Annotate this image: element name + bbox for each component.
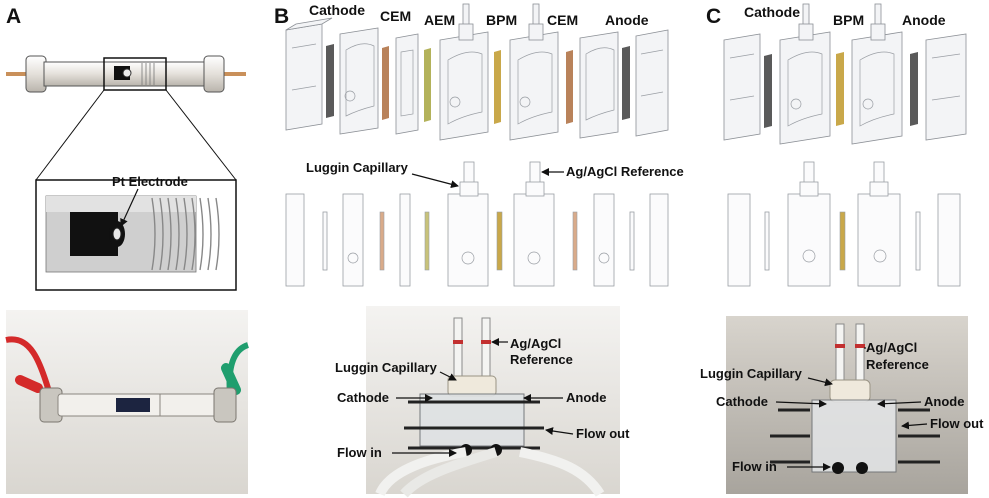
electrode-zoom-inset: Pt Electrode xyxy=(35,174,237,291)
cem-membrane xyxy=(382,46,389,120)
endplate-anode xyxy=(635,29,669,137)
luggin-capillary-arrow xyxy=(411,173,459,189)
panel-b-side-view: Luggin Capillary Ag/AgCl Reference xyxy=(285,160,684,287)
aem-spacer-frame xyxy=(395,33,419,135)
photo-c-flow-out-arrow xyxy=(901,421,928,430)
header-c-anode: Anode xyxy=(902,12,946,28)
c-endplate-cathode xyxy=(723,33,761,141)
electrode-rod-schematic xyxy=(6,55,246,93)
bpm-membrane xyxy=(494,50,501,124)
cem-membrane-2 xyxy=(566,50,573,124)
header-cem: CEM xyxy=(380,8,411,24)
panel-b-headers: Cathode CEM AEM BPM CEM Anode xyxy=(309,2,649,28)
c-cathode-plate xyxy=(764,54,772,128)
pt-electrode-arrow xyxy=(120,188,139,227)
reference-chamber-2 xyxy=(509,3,559,141)
photo-b-cathode-label: Cathode xyxy=(337,390,389,405)
flow-frame-anode xyxy=(579,31,619,139)
photo-b-anode-label: Anode xyxy=(566,390,606,405)
panel-label-c: C xyxy=(706,5,721,28)
panel-label-a: A xyxy=(6,5,21,28)
photo-c-reference-line2: Reference xyxy=(866,357,929,372)
c-anode-plate xyxy=(910,52,918,126)
header-c-bpm: BPM xyxy=(833,12,864,28)
luggin-capillary-label: Luggin Capillary xyxy=(306,160,409,175)
panel-b-exploded-view xyxy=(285,3,669,141)
c-reference-chamber-2 xyxy=(851,3,903,145)
zoom-connector-lines xyxy=(35,89,237,181)
c-bpm-membrane xyxy=(836,52,844,126)
photo-c-capillary-arrow xyxy=(807,377,833,387)
photo-c-anode-arrow xyxy=(877,399,922,408)
photo-c-reference-line1: Ag/AgCl xyxy=(866,340,917,355)
panel-c-exploded-view xyxy=(723,3,967,145)
photo-b-flow-out-arrow xyxy=(545,427,574,435)
header-aem: AEM xyxy=(424,12,455,28)
reference-label: Ag/AgCl Reference xyxy=(566,164,684,179)
aem-membrane xyxy=(424,48,431,122)
flow-frame-cathode xyxy=(339,27,379,135)
photo-b-capillary-label: Luggin Capillary xyxy=(335,360,438,375)
panel-c-side-view xyxy=(727,161,961,287)
photo-c-anode-label: Anode xyxy=(924,394,964,409)
panel-b-photo-labels: Ag/AgCl Reference Luggin Capillary Catho… xyxy=(335,336,630,460)
header-cathode: Cathode xyxy=(309,2,365,18)
panel-label-b: B xyxy=(274,5,289,28)
photo-b-flow-out-label: Flow out xyxy=(576,426,630,441)
header-c-cathode: Cathode xyxy=(744,4,800,20)
panel-b-cell-photo xyxy=(366,306,620,498)
photo-b-capillary-arrow xyxy=(439,371,457,381)
photo-c-cathode-arrow xyxy=(775,399,827,408)
photo-c-flow-in-label: Flow in xyxy=(732,459,777,474)
electrode-photo xyxy=(5,310,250,494)
c-endplate-anode xyxy=(925,33,967,141)
reference-chamber-1 xyxy=(439,3,489,141)
anode-plate xyxy=(622,46,630,120)
photo-b-reference-line2: Reference xyxy=(510,352,573,367)
panel-c-photo-labels: Ag/AgCl Reference Luggin Capillary Catho… xyxy=(700,340,984,474)
header-cem-2: CEM xyxy=(547,12,578,28)
panel-c-headers: Cathode BPM Anode xyxy=(744,4,946,28)
header-bpm: BPM xyxy=(486,12,517,28)
pt-electrode-label: Pt Electrode xyxy=(112,174,188,189)
c-reference-chamber-1 xyxy=(779,3,831,145)
photo-c-cathode-label: Cathode xyxy=(716,394,768,409)
photo-c-flow-out-label: Flow out xyxy=(930,416,984,431)
photo-b-reference-line1: Ag/AgCl xyxy=(510,336,561,351)
electrode-plate xyxy=(326,44,334,118)
endplate-cathode xyxy=(285,17,333,131)
panel-c-cell-photo xyxy=(726,316,968,494)
photo-c-capillary-label: Luggin Capillary xyxy=(700,366,803,381)
photo-b-flow-in-label: Flow in xyxy=(337,445,382,460)
header-anode: Anode xyxy=(605,12,649,28)
